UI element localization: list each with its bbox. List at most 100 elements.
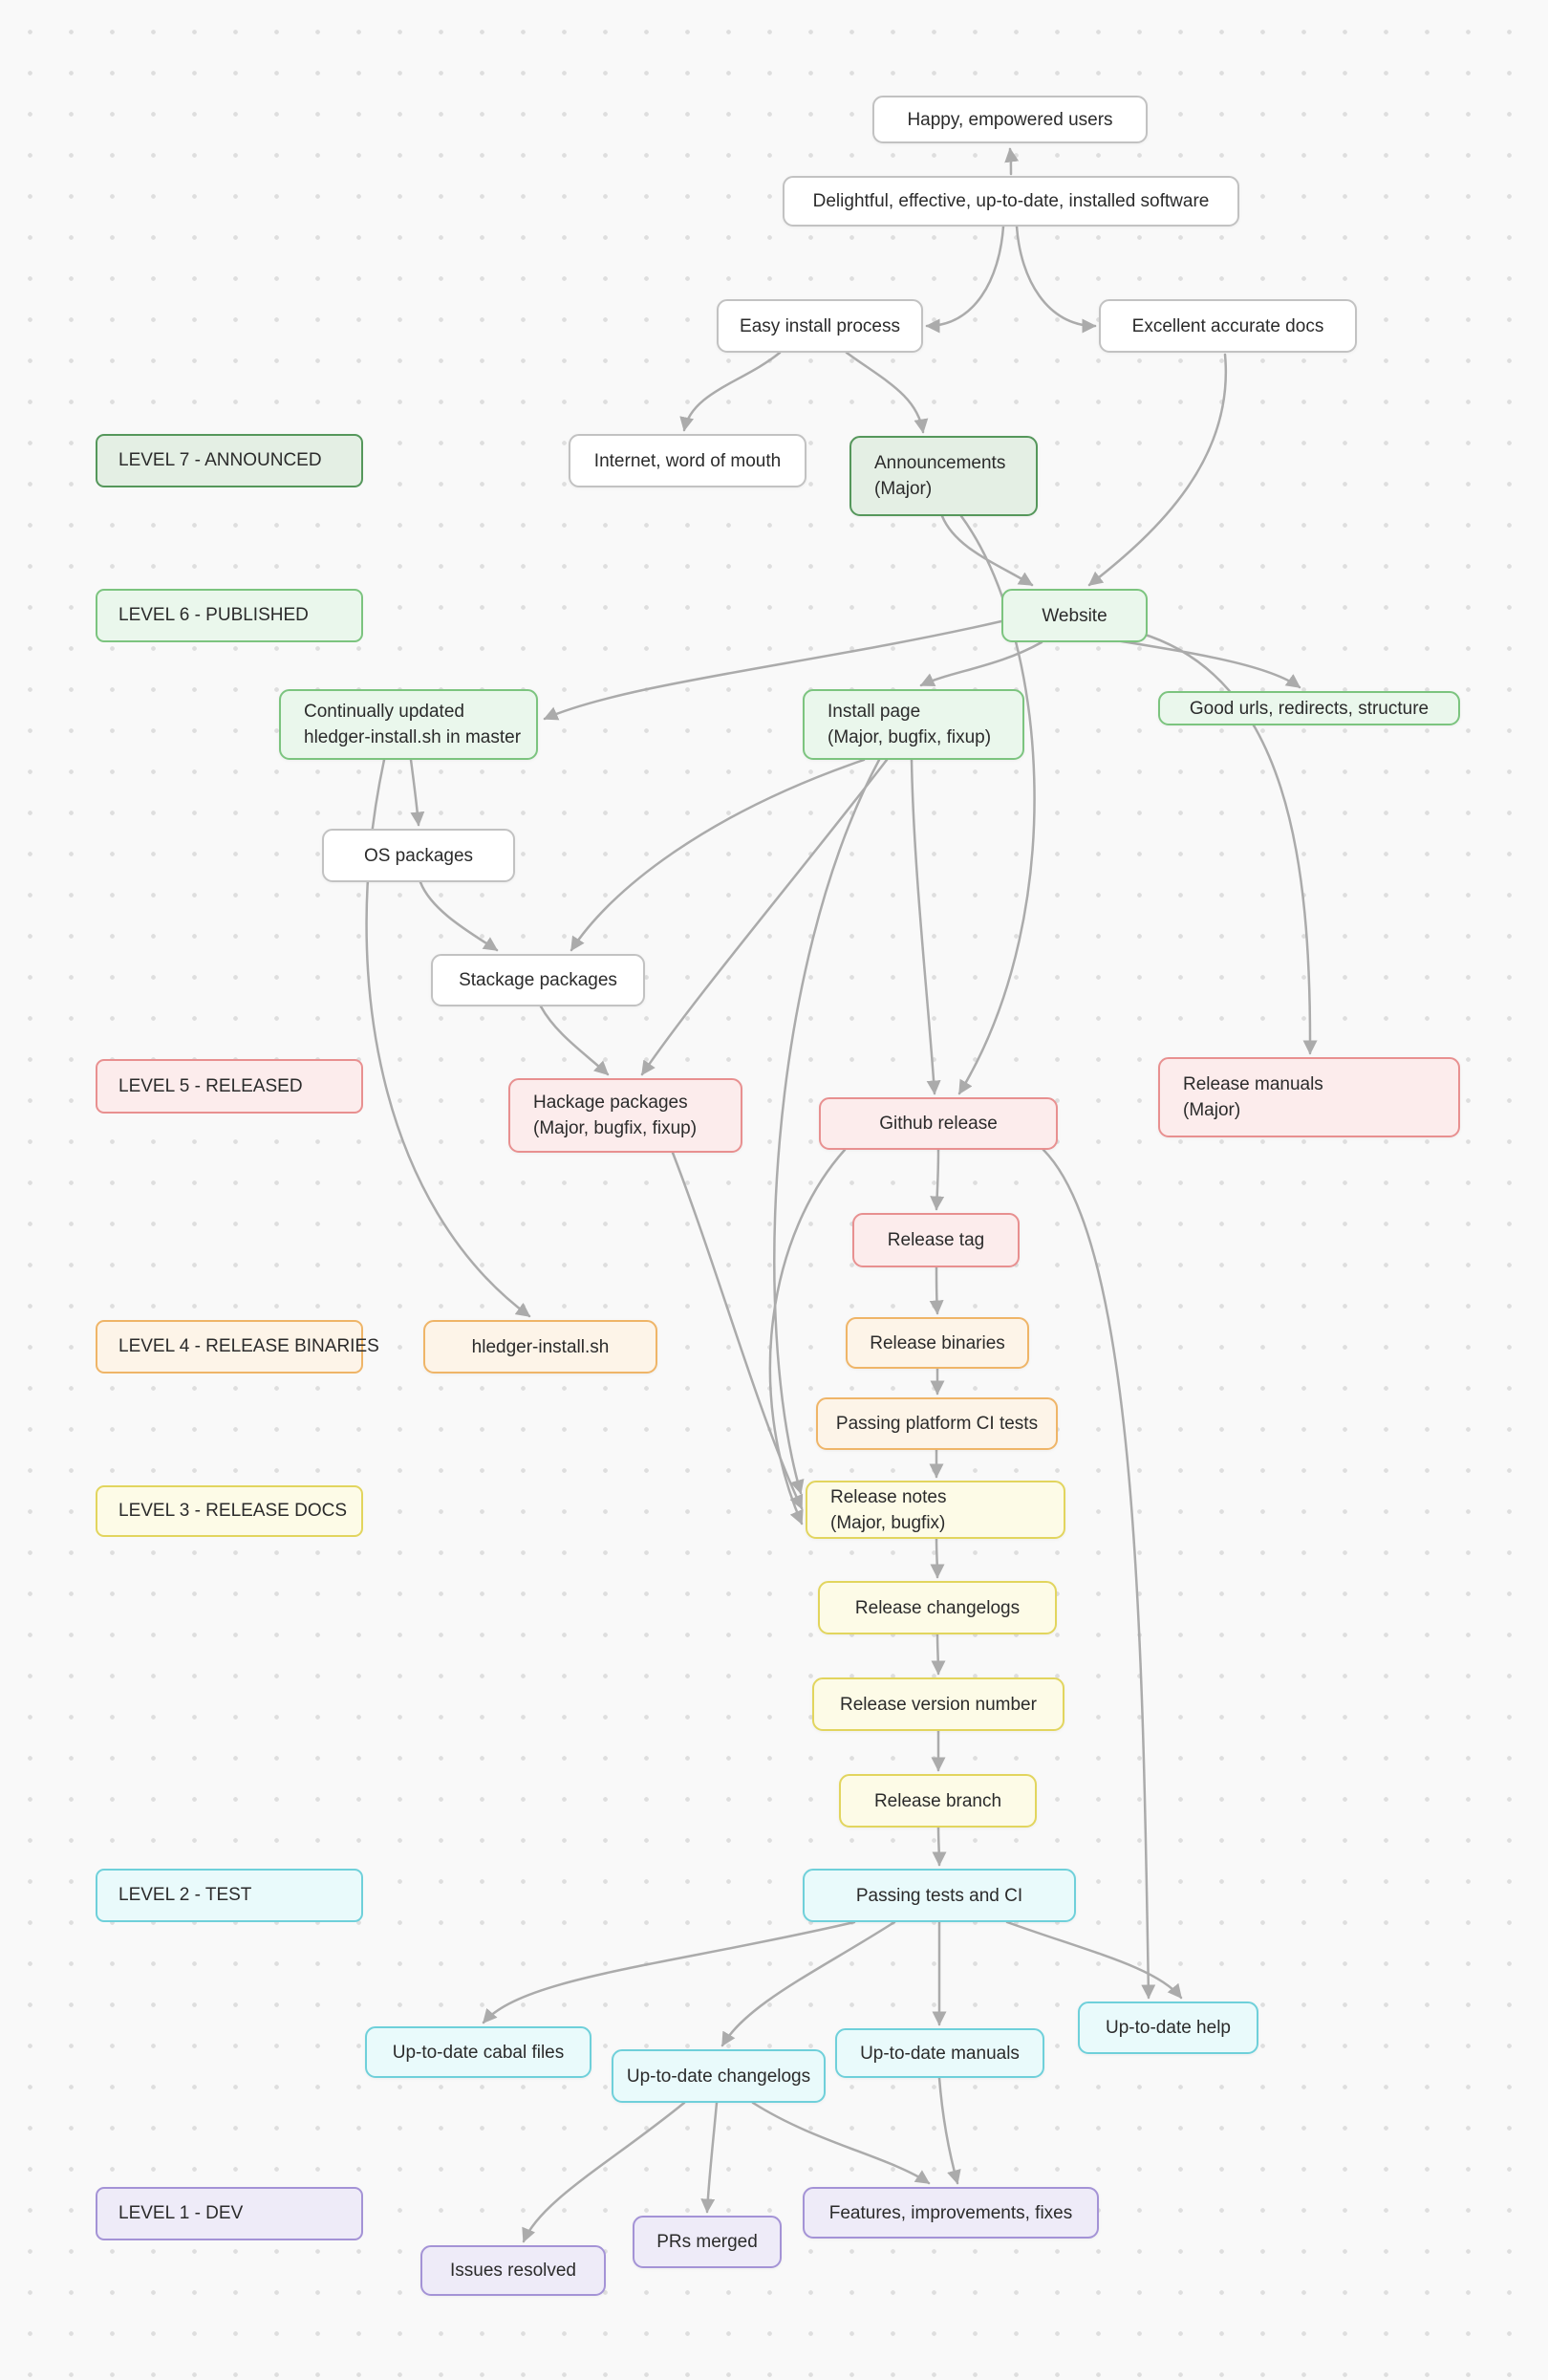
node-label: Up-to-date manuals: [860, 2043, 1020, 2064]
node-announcements: Announcements (Major): [849, 436, 1038, 516]
edge-uptodate-manuals-to-features: [937, 2076, 961, 2185]
node-easy-install-process: Easy install process: [717, 299, 923, 353]
node-label: Release version number: [840, 1694, 1037, 1715]
node-internet-word-of-mouth: Internet, word of mouth: [569, 434, 806, 487]
node-label: Delightful, effective, up-to-date, insta…: [812, 191, 1210, 211]
level-3-label: LEVEL 3 - RELEASE DOCS: [96, 1485, 363, 1537]
edge-stackage-to-hackage: [539, 1005, 610, 1076]
edge-install-page-to-stackage: [570, 758, 866, 952]
node-label: Up-to-date cabal files: [392, 2042, 565, 2063]
level-1-label: LEVEL 1 - DEV: [96, 2187, 363, 2240]
node-label: Internet, word of mouth: [593, 450, 782, 471]
edge-release-branch-to-passing-tests: [932, 1826, 947, 1867]
node-stackage-packages: Stackage packages: [431, 954, 645, 1006]
node-label: (Major, bugfix, fixup): [533, 1118, 698, 1138]
node-release-changelogs: Release changelogs: [818, 1581, 1057, 1634]
edge-docs-to-website: [1087, 353, 1228, 587]
node-release-binaries: Release binaries: [846, 1317, 1029, 1369]
edge-website-to-release-manuals: [1137, 631, 1318, 1055]
level-label-text: LEVEL 4 - RELEASE BINARIES: [118, 1336, 379, 1356]
node-label: (Major, bugfix, fixup): [828, 727, 992, 747]
edge-software-to-docs: [1015, 225, 1097, 334]
node-label: Features, improvements, fixes: [828, 2202, 1073, 2223]
node-label: Release manuals: [1183, 1074, 1323, 1094]
node-label: Stackage packages: [459, 970, 617, 990]
level-7-label: LEVEL 7 - ANNOUNCED: [96, 434, 363, 487]
node-label: (Major): [874, 479, 933, 499]
node-label: Announcements: [874, 453, 1006, 473]
node-release-version-number: Release version number: [812, 1677, 1064, 1731]
node-website: Website: [1001, 589, 1148, 642]
edge-website-to-continually-updated: [543, 619, 1003, 721]
node-label: Release binaries: [870, 1332, 1005, 1353]
edge-release-tag-to-release-binaries: [929, 1266, 944, 1315]
node-label: Easy install process: [740, 315, 900, 336]
node-label: (Major): [1183, 1100, 1241, 1120]
edge-os-packages-to-stackage: [419, 880, 499, 952]
level-6-label: LEVEL 6 - PUBLISHED: [96, 589, 363, 642]
node-label: Good urls, redirects, structure: [1189, 698, 1430, 719]
level-5-label: LEVEL 5 - RELEASED: [96, 1059, 363, 1114]
node-label: hledger-install.sh: [471, 1336, 610, 1357]
node-label: Release changelogs: [854, 1597, 1021, 1618]
node-release-tag: Release tag: [852, 1213, 1020, 1267]
node-label: Passing tests and CI: [855, 1885, 1023, 1906]
edge-release-changelogs-to-release-version: [931, 1633, 946, 1676]
node-features-improvements-fixes: Features, improvements, fixes: [803, 2187, 1099, 2239]
node-os-packages: OS packages: [322, 829, 515, 882]
edge-uptodate-changelogs-to-issues-resolved: [522, 2101, 686, 2243]
node-label: Release branch: [873, 1790, 1002, 1811]
node-label: Up-to-date changelogs: [626, 2066, 811, 2087]
edge-passing-tests-to-uptodate-help: [1005, 1920, 1183, 2000]
level-label-text: LEVEL 6 - PUBLISHED: [118, 605, 309, 625]
edge-release-notes-to-release-changelogs: [930, 1537, 945, 1579]
node-issues-resolved: Issues resolved: [420, 2245, 606, 2296]
node-delightful-software: Delightful, effective, up-to-date, insta…: [783, 176, 1239, 227]
edge-software-to-easy-install: [925, 225, 1005, 334]
node-release-branch: Release branch: [839, 1774, 1037, 1828]
node-good-urls: Good urls, redirects, structure: [1158, 691, 1460, 725]
edge-easy-install-to-internet: [679, 351, 782, 432]
node-github-release: Github release: [819, 1097, 1058, 1150]
node-label: OS packages: [363, 845, 474, 866]
level-label-text: LEVEL 3 - RELEASE DOCS: [118, 1501, 348, 1521]
node-label: Website: [1042, 605, 1107, 626]
node-label: PRs merged: [656, 2232, 758, 2252]
level-2-label: LEVEL 2 - TEST: [96, 1869, 363, 1922]
node-uptodate-manuals: Up-to-date manuals: [835, 2028, 1044, 2078]
edge-install-page-to-hackage: [640, 758, 889, 1076]
edge-install-page-to-github-release: [910, 758, 941, 1095]
edge-website-to-install-page: [919, 640, 1043, 687]
edge-github-release-to-uptodate-help: [1042, 1148, 1156, 2000]
node-uptodate-changelogs: Up-to-date changelogs: [612, 2049, 826, 2103]
node-label: hledger-install.sh in master: [304, 727, 522, 747]
node-label: Release notes: [830, 1486, 947, 1507]
node-label: Happy, empowered users: [907, 109, 1113, 130]
node-label: Release tag: [887, 1230, 985, 1250]
node-passing-platform-ci-tests: Passing platform CI tests: [816, 1397, 1058, 1450]
node-label: Up-to-date help: [1106, 2018, 1231, 2038]
edge-passing-tests-to-cabal-files: [482, 1920, 856, 2024]
edge-install-page-to-release-notes: [773, 758, 881, 1495]
level-label-text: LEVEL 1 - DEV: [118, 2203, 244, 2223]
node-label: Github release: [879, 1114, 998, 1134]
edge-github-release-to-release-notes: [768, 1148, 847, 1525]
node-release-manuals: Release manuals (Major): [1158, 1057, 1460, 1137]
node-excellent-accurate-docs: Excellent accurate docs: [1099, 299, 1357, 353]
level-label-text: LEVEL 5 - RELEASED: [118, 1075, 303, 1096]
node-release-notes: Release notes(Major, bugfix): [806, 1481, 1065, 1539]
edge-announcements-to-website: [940, 514, 1034, 587]
node-label: Excellent accurate docs: [1131, 315, 1324, 336]
edge-easy-install-to-announcements: [845, 351, 929, 434]
node-label: Hackage packages: [533, 1093, 688, 1113]
node-uptodate-help: Up-to-date help: [1078, 2001, 1258, 2054]
level-label-text: LEVEL 2 - TEST: [118, 1885, 252, 1905]
node-hledger-install-sh: hledger-install.sh: [423, 1320, 657, 1374]
edge-passing-tests-to-uptodate-changelogs: [720, 1920, 896, 2047]
edge-uptodate-changelogs-to-prs-merged: [700, 2101, 719, 2214]
edge-website-to-good-urls: [1114, 638, 1301, 689]
edge-github-release-to-release-tag: [930, 1148, 945, 1211]
level-label-text: LEVEL 7 - ANNOUNCED: [118, 450, 322, 470]
